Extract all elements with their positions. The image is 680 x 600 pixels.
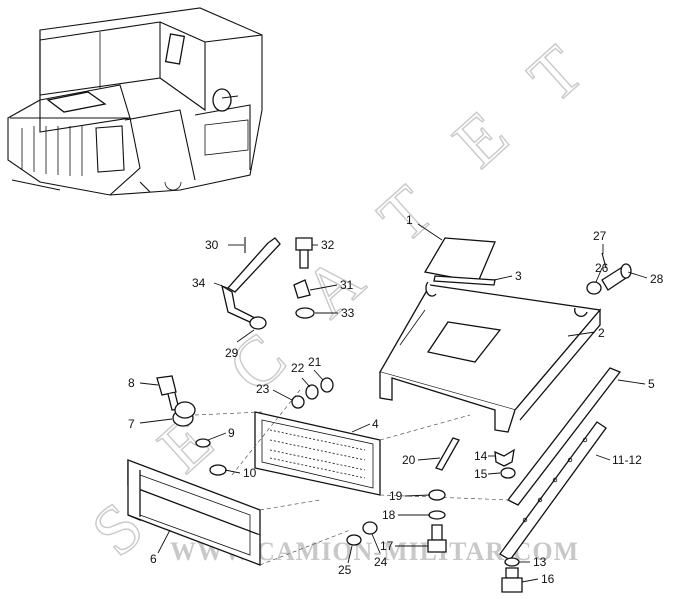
part-34-rod [221,237,281,324]
part-26-washer [586,281,602,295]
part-28-pin [601,263,632,291]
part-17-bolt [427,524,447,553]
part-18-washer [428,510,446,520]
callout-5: 5 [648,377,655,391]
part-9-washer [195,438,211,448]
part-27-split-pin [601,252,607,269]
callout-22: 22 [291,361,305,375]
callout-9: 9 [228,426,235,440]
callout-6: 6 [150,552,157,566]
callout-16: 16 [541,572,555,586]
part-33-ring [295,307,315,319]
callout-15: 15 [474,467,488,481]
callout-19: 19 [389,489,403,503]
callout-28: 28 [650,272,664,286]
watermark-letter-t2: T [514,32,597,118]
callout-25: 25 [338,563,352,577]
part-4-grille-panel [254,411,381,496]
part-3-strip [433,275,496,286]
assembly-guide-lines [194,389,511,566]
part-16-bolt [501,567,523,593]
part-8-bolt [156,375,180,411]
part-14-wing-nut [494,448,515,467]
callout-29: 29 [225,346,239,360]
callout-20: 20 [402,453,416,467]
callout-11-12: 11-12 [612,453,642,467]
part-19-nut [428,489,446,501]
callout-24: 24 [374,555,388,569]
callout-27: 27 [593,229,607,243]
part-2-hood-cover [379,281,602,433]
callout-32: 32 [321,238,335,252]
part-13-washer [504,557,520,567]
callout-1: 1 [406,213,413,227]
part-23-nut [291,395,305,409]
part-7-spacer [172,401,196,427]
callout-30: 30 [205,238,219,252]
part-22-washer [305,384,319,400]
callout-33: 33 [341,306,355,320]
callout-23: 23 [256,382,270,396]
part-29-collar [249,316,267,330]
callout-14: 14 [474,449,488,463]
callout-17: 17 [380,539,394,553]
part-6-front-frame [127,459,261,566]
callout-4: 4 [372,417,379,431]
part-15-washer [500,467,516,479]
watermark-letter-s: S [78,488,158,571]
callout-13: 13 [533,555,547,569]
part-5-side-rail [507,367,622,506]
truck-cab-illustration [7,7,263,196]
callout-8: 8 [128,376,135,390]
callout-7: 7 [128,417,135,431]
part-21-spacer [320,377,334,393]
callout-3: 3 [515,269,522,283]
part-24-spacer [362,521,378,535]
part-32-bolt [295,237,313,269]
part-25-washer [346,534,362,546]
callout-26: 26 [595,261,609,275]
callout-labels: 1 2 3 4 5 6 7 8 9 10 11-12 13 14 16 15 1… [128,213,664,586]
callout-18: 18 [382,508,396,522]
part-10-nut [209,464,227,476]
part-31-clip [293,279,311,299]
part-20-bracket [435,437,460,471]
callout-10: 10 [243,466,257,480]
leader-lines [139,223,648,583]
callout-34: 34 [192,276,206,290]
callout-21: 21 [308,355,322,369]
watermark-letter-e2: E [439,97,522,183]
callout-2: 2 [598,326,605,340]
callout-31: 31 [340,278,354,292]
